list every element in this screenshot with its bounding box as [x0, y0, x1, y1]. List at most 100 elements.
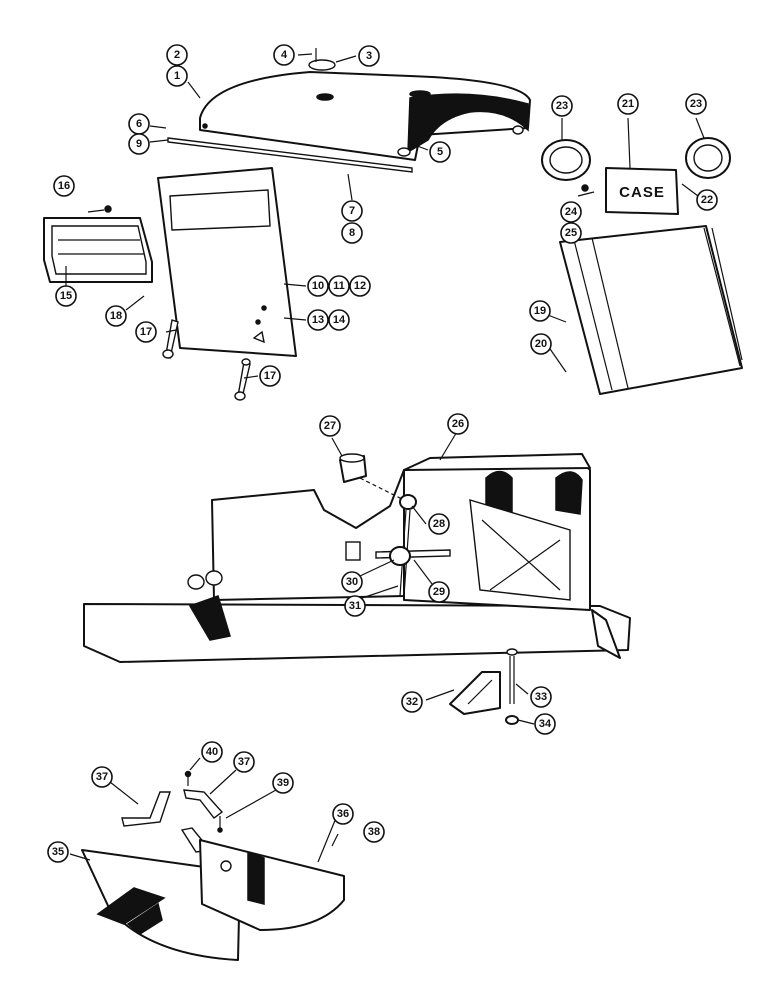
- callout-19: 19: [529, 300, 551, 322]
- svg-text:25: 25: [565, 227, 577, 239]
- svg-text:6: 6: [136, 118, 142, 130]
- callout-38: 38: [363, 821, 385, 843]
- callout-21: 21: [617, 93, 639, 115]
- svg-text:27: 27: [324, 420, 336, 432]
- screw-40: [184, 770, 192, 786]
- svg-text:38: 38: [368, 826, 380, 838]
- callout-31: 31: [344, 595, 366, 617]
- svg-text:36: 36: [337, 808, 349, 820]
- svg-text:14: 14: [333, 314, 346, 326]
- svg-text:5: 5: [437, 146, 443, 158]
- radiator-grille: [559, 225, 743, 395]
- svg-text:28: 28: [433, 518, 445, 530]
- svg-text:35: 35: [52, 846, 64, 858]
- svg-text:31: 31: [349, 600, 361, 612]
- nut-34: [505, 715, 519, 725]
- svg-text:17: 17: [264, 370, 276, 382]
- latch-17a: [162, 319, 179, 360]
- nameplate-lettering: CASE: [619, 184, 665, 201]
- svg-text:1: 1: [174, 70, 180, 82]
- svg-text:40: 40: [206, 746, 218, 758]
- steering-shaft: [345, 494, 451, 597]
- svg-text:16: 16: [58, 180, 70, 192]
- callout-3: 3: [358, 45, 380, 67]
- svg-text:37: 37: [96, 771, 108, 783]
- callout-34: 34: [534, 713, 556, 735]
- callout-9: 9: [128, 133, 150, 155]
- callout-35: 35: [47, 841, 69, 863]
- svg-text:20: 20: [535, 338, 547, 350]
- bracket-37b: [183, 789, 224, 819]
- svg-text:23: 23: [556, 100, 568, 112]
- callout-18: 18: [105, 305, 127, 327]
- side-panel: [157, 167, 297, 357]
- callout-4: 4: [273, 44, 295, 66]
- svg-text:30: 30: [346, 576, 358, 588]
- callout-1: 1: [166, 65, 188, 87]
- svg-text:26: 26: [452, 418, 464, 430]
- case-nameplate: CASE: [605, 167, 679, 215]
- callout-20: 20: [530, 333, 552, 355]
- svg-text:24: 24: [565, 206, 578, 218]
- callout-26: 26: [447, 413, 469, 435]
- bolt-33: [506, 648, 518, 704]
- callout-29: 29: [428, 581, 450, 603]
- svg-text:29: 29: [433, 586, 445, 598]
- bracket-37a: [121, 791, 171, 827]
- svg-text:18: 18: [110, 310, 122, 322]
- callout-16: 16: [53, 175, 75, 197]
- callout-14: 14: [328, 309, 350, 331]
- callout-7: 7: [341, 200, 363, 222]
- svg-text:19: 19: [534, 305, 546, 317]
- lamp-left: [541, 139, 591, 181]
- svg-text:12: 12: [354, 280, 366, 292]
- bolt-16: [87, 205, 112, 213]
- svg-text:9: 9: [136, 138, 142, 150]
- svg-text:4: 4: [281, 49, 288, 61]
- leader-lines: [65, 53, 705, 863]
- lamp-right: [685, 137, 731, 179]
- callout-39: 39: [272, 772, 294, 794]
- svg-text:11: 11: [333, 280, 345, 292]
- svg-text:13: 13: [312, 314, 324, 326]
- callout-22: 22: [696, 189, 718, 211]
- svg-text:34: 34: [539, 718, 552, 730]
- callout-27: 27: [319, 415, 341, 437]
- callout-23b: 23: [685, 93, 707, 115]
- svg-text:10: 10: [312, 280, 324, 292]
- svg-text:23: 23: [690, 98, 702, 110]
- callout-8: 8: [341, 222, 363, 244]
- bolt-24: [577, 184, 595, 197]
- callout-5: 5: [429, 141, 451, 163]
- hood-strip: [167, 137, 413, 173]
- bushing: [339, 453, 409, 503]
- callout-23a: 23: [551, 95, 573, 117]
- latch-17b: [234, 358, 251, 401]
- hood-cap: [308, 48, 336, 71]
- svg-text:22: 22: [701, 194, 713, 206]
- svg-text:2: 2: [174, 49, 180, 61]
- callout-36: 36: [332, 803, 354, 825]
- mount-bracket: [449, 671, 501, 715]
- grille: [43, 217, 153, 283]
- hood: [199, 71, 531, 161]
- callout-32: 32: [401, 691, 423, 713]
- callout-30: 30: [341, 571, 363, 593]
- svg-text:15: 15: [60, 290, 72, 302]
- callout-33: 33: [530, 686, 552, 708]
- svg-text:17: 17: [140, 326, 152, 338]
- svg-text:32: 32: [406, 696, 418, 708]
- svg-text:21: 21: [622, 98, 634, 110]
- callout-13: 13: [307, 309, 329, 331]
- svg-text:37: 37: [238, 756, 250, 768]
- main-frame: [83, 453, 631, 663]
- svg-text:8: 8: [349, 227, 355, 239]
- callout-6: 6: [128, 113, 150, 135]
- callout-37a: 37: [91, 766, 113, 788]
- svg-text:3: 3: [366, 50, 372, 62]
- svg-text:7: 7: [349, 205, 355, 217]
- rear-fender: [199, 839, 345, 931]
- callout-10: 10: [307, 275, 329, 297]
- callout-17a: 17: [135, 321, 157, 343]
